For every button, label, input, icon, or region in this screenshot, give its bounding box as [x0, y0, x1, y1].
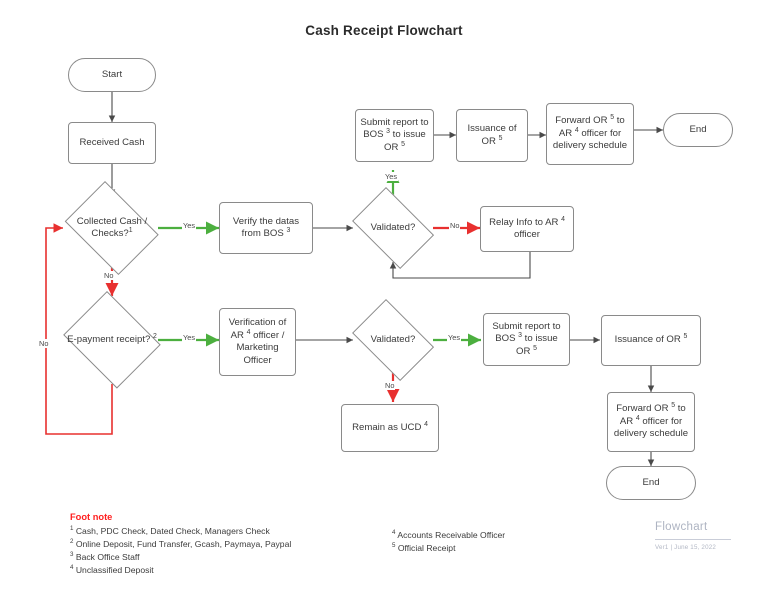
footnote-text: Accounts Receivable Officer	[397, 530, 506, 540]
footnotes-right: 4 Accounts Receivable Officer 5 Official…	[392, 529, 612, 555]
node-remain-ucd-label: Remain as UCD 4	[346, 420, 434, 435]
footnote-marker: 4	[392, 529, 396, 537]
footnotes-header: Foot note	[70, 512, 113, 522]
node-issuance-or-top-label: Issuance of OR 5	[461, 123, 523, 148]
edge-label-validated-top-yes: Yes	[384, 172, 399, 181]
footnote-item: 1 Cash, PDC Check, Dated Check, Managers…	[70, 525, 410, 538]
node-epayment-sup: 2	[153, 332, 157, 340]
node-validated-bottom[interactable]: Validated?	[345, 299, 441, 381]
node-verification-ar-label: Verification of AR 4 officer / Marketing…	[228, 317, 287, 366]
sup-4: 4	[635, 414, 640, 422]
sup-5: 5	[533, 344, 537, 352]
node-submit-report-top[interactable]: Submit report to BOS 3 to issue OR 5	[355, 109, 434, 162]
watermark-meta: Ver1 | June 15, 2022	[655, 544, 716, 551]
footnote-marker: 2	[70, 537, 74, 545]
footnote-marker: 5	[392, 542, 396, 550]
node-verify-bos-text: Verify the datas from BOS	[232, 215, 300, 240]
footnote-marker: 1	[70, 524, 74, 532]
node-remain-ucd-text: Remain as UCD	[352, 421, 422, 433]
footnote-text: Unclassified Deposit	[75, 564, 154, 575]
edge-label-validated-bottom-yes: Yes	[447, 333, 462, 342]
sup-4: 4	[246, 328, 251, 336]
footnote-text: Online Deposit, Fund Transfer, Gcash, Pa…	[75, 538, 292, 549]
node-received-cash[interactable]: Received Cash	[68, 122, 156, 164]
node-remain-ucd-sup: 4	[424, 420, 428, 428]
edge-label-validated-bottom-no: No	[384, 381, 396, 390]
node-epayment-text: E-payment receipt?	[67, 333, 151, 345]
edge-label-validated-top-no: No	[449, 221, 461, 230]
edge-label-collected-no: No	[103, 271, 115, 280]
node-forward-or-top[interactable]: Forward OR 5 to AR 4 officer for deliver…	[546, 103, 634, 165]
sup-3: 3	[518, 332, 523, 340]
node-relay-info-label: Relay Info to AR 4 officer	[489, 215, 565, 240]
node-verify-bos-sup: 3	[286, 226, 291, 234]
footnote-item: 3 Back Office Staff	[70, 551, 410, 564]
page-title: Cash Receipt Flowchart	[305, 23, 463, 38]
node-validated-top-label: Validated?	[370, 221, 416, 233]
node-remain-ucd[interactable]: Remain as UCD 4	[341, 404, 439, 452]
node-issuance-or-bottom-sup: 5	[683, 333, 688, 341]
node-forward-or-bottom[interactable]: Forward OR 5 to AR 4 officer for deliver…	[607, 392, 695, 452]
sup-5: 5	[671, 402, 676, 410]
node-end-bottom[interactable]: End	[606, 466, 696, 500]
node-submit-report-bottom-label: Submit report to BOS 3 to issue OR 5	[492, 320, 561, 357]
node-relay-info[interactable]: Relay Info to AR 4 officer	[480, 206, 574, 252]
footnote-item: 4 Unclassified Deposit	[70, 564, 410, 577]
node-collected-cash-text: Collected Cash / Checks?	[76, 215, 148, 240]
watermark-title: Flowchart	[655, 521, 708, 533]
node-issuance-or-bottom-text: Issuance of OR	[614, 334, 681, 346]
node-submit-report-bottom[interactable]: Submit report to BOS 3 to issue OR 5	[483, 313, 570, 366]
footnote-marker: 3	[70, 550, 74, 558]
node-verify-bos[interactable]: Verify the datas from BOS 3	[219, 202, 313, 254]
node-collected-cash-label: Collected Cash / Checks?1	[62, 216, 162, 241]
node-end-top[interactable]: End	[663, 113, 733, 147]
node-end-top-label: End	[689, 123, 707, 135]
edge-label-epayment-yes: Yes	[182, 333, 197, 342]
node-issuance-or-bottom[interactable]: Issuance of OR 5	[601, 315, 701, 366]
sup-5: 5	[401, 140, 405, 148]
edge-label-collected-yes: Yes	[182, 221, 197, 230]
node-issuance-or-top[interactable]: Issuance of OR 5	[456, 109, 528, 162]
node-issuance-or-top-text: Issuance of OR	[467, 123, 517, 147]
sup-4: 4	[574, 126, 579, 134]
node-issuance-or-top-sup: 5	[498, 134, 503, 142]
footnote-item: 2 Online Deposit, Fund Transfer, Gcash, …	[70, 538, 410, 551]
edge-label-epayment-no: No	[38, 339, 50, 348]
node-verification-ar[interactable]: Verification of AR 4 officer / Marketing…	[219, 308, 296, 376]
node-start[interactable]: Start	[68, 58, 156, 92]
node-received-cash-label: Received Cash	[79, 136, 145, 148]
footnotes-left: Foot note 1 Cash, PDC Check, Dated Check…	[70, 512, 410, 577]
footnote-text: Official Receipt	[397, 543, 456, 553]
node-issuance-or-bottom-label: Issuance of OR 5	[606, 333, 696, 347]
node-start-label: Start	[101, 68, 123, 80]
sup-5: 5	[610, 114, 615, 122]
node-forward-or-top-label: Forward OR 5 to AR 4 officer for deliver…	[552, 114, 628, 152]
node-forward-or-bottom-label: Forward OR 5 to AR 4 officer for deliver…	[613, 402, 689, 440]
footnote-text: Back Office Staff	[75, 551, 140, 562]
node-collected-cash[interactable]: Collected Cash / Checks?1	[58, 181, 166, 275]
watermark: Flowchart Ver1 | June 15, 2022	[655, 521, 755, 551]
node-relay-info-sup: 4	[561, 215, 565, 223]
watermark-divider	[655, 539, 731, 540]
node-submit-report-top-label: Submit report to BOS 3 to issue OR 5	[360, 116, 429, 153]
footnote-item: 5 Official Receipt	[392, 542, 612, 555]
node-epayment-label: E-payment receipt? 2	[62, 332, 162, 347]
sup-3: 3	[386, 128, 391, 136]
footnote-item: 4 Accounts Receivable Officer	[392, 529, 612, 542]
node-end-bottom-label: End	[642, 476, 660, 488]
node-collected-cash-sup: 1	[128, 226, 133, 234]
node-validated-bottom-label: Validated?	[370, 333, 416, 345]
footnote-marker: 4	[70, 563, 74, 571]
footnote-text: Cash, PDC Check, Dated Check, Managers C…	[75, 525, 270, 536]
node-epayment[interactable]: E-payment receipt? 2	[58, 291, 166, 389]
node-validated-top[interactable]: Validated?	[345, 187, 441, 269]
node-verify-bos-label: Verify the datas from BOS 3	[224, 216, 308, 241]
